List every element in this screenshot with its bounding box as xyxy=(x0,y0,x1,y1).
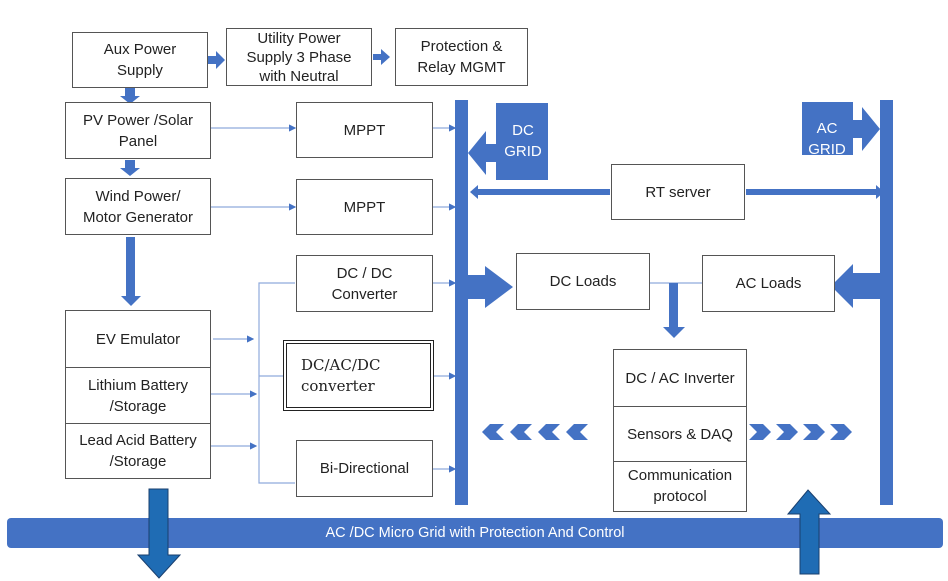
arrow-loads-to-inverter xyxy=(663,283,685,338)
bi-directional-block: Bi-Directional xyxy=(296,440,433,497)
ac-loads-label: AC Loads xyxy=(735,275,802,292)
arrow-utility-to-protection xyxy=(373,49,390,65)
dc-dc-converter-block: DC / DC Converter xyxy=(296,255,433,312)
wind-power-block: Wind Power/ Motor Generator xyxy=(65,178,211,235)
arrow-pv-to-wind xyxy=(120,160,140,176)
dc-loads-label: DC Loads xyxy=(549,273,617,290)
chevrons-left xyxy=(482,424,588,440)
arrow-ac-bus-to-ac-loads xyxy=(831,264,880,308)
ac-grid-block xyxy=(802,102,880,155)
protection-relay-block: Protection & Relay MGMT xyxy=(395,28,528,86)
ac-grid-label: AC GRID xyxy=(808,120,846,158)
mppt-pv-label: MPPT xyxy=(343,121,386,139)
bi-directional-label: Bi-Directional xyxy=(319,460,410,477)
microgrid-bus-bar xyxy=(7,518,943,548)
aux-power-supply-block: Aux Power Supply xyxy=(72,32,208,88)
dc-loads-block: DC Loads xyxy=(516,253,650,310)
dc-ac-inverter-label: DC / AC Inverter xyxy=(625,369,735,387)
arrow-dc-bus-to-dc-loads xyxy=(468,266,513,308)
communication-protocol-label: Communication protocol xyxy=(627,467,733,505)
dc-ac-dc-converter-label: DC/AC/DC converter xyxy=(301,355,381,395)
rt-server-label: RT server xyxy=(645,183,711,201)
lead-acid-battery-label: Lead Acid Battery /Storage xyxy=(79,431,197,470)
arrow-wind-to-ev xyxy=(121,237,141,306)
dc-grid-label: DC GRID xyxy=(504,122,542,160)
wind-power-label: Wind Power/ Motor Generator xyxy=(82,187,194,226)
utility-power-block: Utility Power Supply 3 Phase with Neutra… xyxy=(226,28,372,86)
mppt-wind-label: MPPT xyxy=(343,198,386,216)
aux-power-label: Aux Power Supply xyxy=(103,41,177,79)
utility-power-label: Utility Power Supply 3 Phase with Neutra… xyxy=(246,29,352,85)
pv-power-block: PV Power /Solar Panel xyxy=(65,102,211,159)
protection-relay-label: Protection & Relay MGMT xyxy=(417,38,506,76)
ac-bus-bar xyxy=(880,100,893,505)
inverter-stack: DC / AC Inverter Sensors & DAQ Communica… xyxy=(613,349,747,512)
ev-emulator-label: EV Emulator xyxy=(95,330,181,348)
ev-emulator-block: EV Emulator xyxy=(66,311,210,368)
pv-power-label: PV Power /Solar Panel xyxy=(82,111,194,150)
microgrid-bus-label: AC /DC Micro Grid with Protection And Co… xyxy=(325,525,625,541)
dc-bus-bar xyxy=(455,100,468,505)
arrow-aux-to-utility xyxy=(208,51,225,69)
arrow-down-from-storage xyxy=(136,488,182,579)
lead-acid-battery-block: Lead Acid Battery /Storage xyxy=(66,424,210,477)
communication-protocol-block: Communication protocol xyxy=(614,462,746,510)
sensors-daq-label: Sensors & DAQ xyxy=(627,425,733,443)
rt-server-block: RT server xyxy=(611,164,745,220)
dc-ac-inverter-block: DC / AC Inverter xyxy=(614,350,746,407)
mppt-pv-block: MPPT xyxy=(296,102,433,158)
dc-grid-block xyxy=(468,103,548,180)
arrow-rt-to-dc-bus xyxy=(470,185,610,199)
dc-dc-converter-label: DC / DC Converter xyxy=(331,264,398,303)
arrow-up-to-comm xyxy=(786,489,832,575)
sensors-daq-block: Sensors & DAQ xyxy=(614,407,746,462)
storage-stack: EV Emulator Lithium Battery /Storage Lea… xyxy=(65,310,211,479)
ac-loads-block: AC Loads xyxy=(702,255,835,312)
arrow-rt-to-ac-bus xyxy=(746,185,884,199)
lithium-battery-block: Lithium Battery /Storage xyxy=(66,368,210,424)
arrow-aux-to-pv xyxy=(120,88,140,104)
dc-ac-dc-converter-block: DC/AC/DC converter xyxy=(283,340,434,411)
lithium-battery-label: Lithium Battery /Storage xyxy=(87,376,189,415)
chevrons-right xyxy=(749,424,852,440)
mppt-wind-block: MPPT xyxy=(296,179,433,235)
